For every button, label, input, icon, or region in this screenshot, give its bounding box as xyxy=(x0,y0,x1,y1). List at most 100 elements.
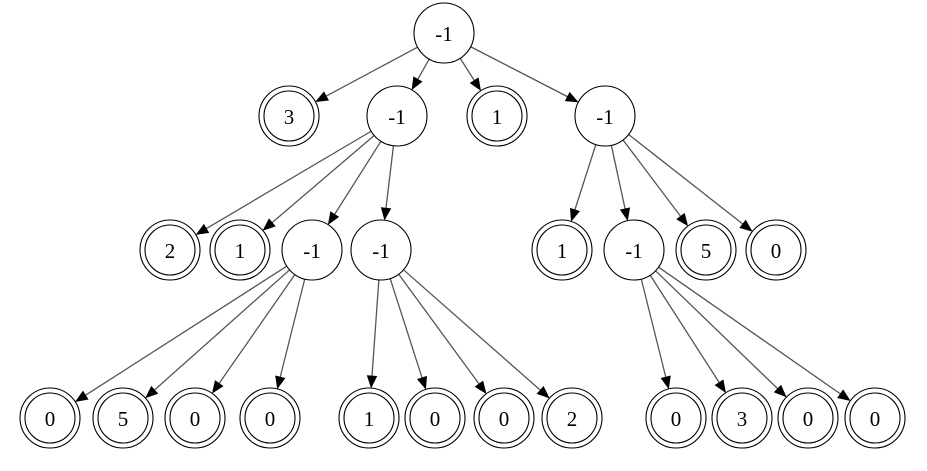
leaf-node: 0 xyxy=(745,219,807,281)
node-label: 3 xyxy=(284,105,295,129)
edge-line xyxy=(271,134,375,224)
node-inner-circle xyxy=(169,392,221,444)
edge-n0-n3 xyxy=(459,57,482,91)
node-inner-circle xyxy=(471,90,523,142)
edge-line xyxy=(470,46,568,98)
edge-line xyxy=(279,278,306,378)
arrowhead-icon xyxy=(411,76,423,91)
leaf-node: 0 xyxy=(164,387,226,449)
node-outer-circle xyxy=(366,85,428,147)
leaf-node: 1 xyxy=(209,219,271,281)
node-label: 1 xyxy=(492,105,503,129)
node-outer-circle xyxy=(350,219,412,281)
leaf-node: 1 xyxy=(338,387,400,449)
edge-n7-n16 xyxy=(275,278,306,390)
node-outer-circle xyxy=(603,219,665,281)
leaf-node: 0 xyxy=(645,387,707,449)
node-label: 5 xyxy=(118,407,129,431)
edge-n4-n10 xyxy=(610,145,631,221)
arrowhead-icon xyxy=(474,380,487,395)
node-inner-circle xyxy=(536,224,588,276)
arrowhead-icon xyxy=(417,375,427,390)
edge-n2-n5 xyxy=(195,130,372,235)
arrowhead-icon xyxy=(275,375,286,390)
edge-n10-n21 xyxy=(640,278,671,390)
node-label: 5 xyxy=(701,239,712,263)
leaf-node: 1 xyxy=(466,85,528,147)
leaf-node: 2 xyxy=(541,387,603,449)
leaf-node: 3 xyxy=(711,387,773,449)
leaf-node: 5 xyxy=(92,387,154,449)
edge-n7-n14 xyxy=(145,269,291,399)
arrowhead-icon xyxy=(564,91,579,103)
edges-layer xyxy=(74,46,851,402)
node-inner-circle xyxy=(546,392,598,444)
leaf-node: 3 xyxy=(258,85,320,147)
edge-line xyxy=(640,278,667,378)
leaf-node: 5 xyxy=(675,219,737,281)
node-label: 0 xyxy=(190,407,201,431)
edge-line xyxy=(574,144,597,211)
internal-node: -1 xyxy=(366,85,428,147)
node-label: 0 xyxy=(870,407,881,431)
arrowhead-icon xyxy=(469,77,482,91)
edge-line xyxy=(85,265,288,396)
edge-line xyxy=(610,145,626,210)
arrowhead-icon xyxy=(536,385,550,399)
arrowhead-icon xyxy=(739,219,753,232)
node-label: 0 xyxy=(803,407,814,431)
node-inner-circle xyxy=(97,392,149,444)
leaf-node: 0 xyxy=(844,387,906,449)
edge-line xyxy=(658,266,841,395)
node-label: 0 xyxy=(45,407,56,431)
node-label: -1 xyxy=(435,22,453,46)
arrowhead-icon xyxy=(74,390,89,402)
leaf-node: 0 xyxy=(404,387,466,449)
node-label: 1 xyxy=(235,239,246,263)
node-inner-circle xyxy=(750,224,802,276)
node-label: 2 xyxy=(165,239,176,263)
edge-line xyxy=(398,273,480,385)
edge-n10-n24 xyxy=(658,266,851,402)
node-inner-circle xyxy=(409,392,461,444)
arrowhead-icon xyxy=(195,223,210,235)
internal-node: -1 xyxy=(574,85,636,147)
node-inner-circle xyxy=(849,392,901,444)
edge-line xyxy=(371,279,380,377)
node-label: -1 xyxy=(388,105,406,129)
edge-n0-n2 xyxy=(411,58,430,91)
internal-node: -1 xyxy=(413,2,475,64)
node-label: 0 xyxy=(671,407,682,431)
edge-n2-n6 xyxy=(262,134,375,231)
arrowhead-icon xyxy=(569,207,580,222)
arrowhead-icon xyxy=(366,375,378,389)
node-label: 1 xyxy=(364,407,375,431)
node-inner-circle xyxy=(716,392,768,444)
node-label: 2 xyxy=(567,407,578,431)
edge-n7-n13 xyxy=(74,265,288,402)
edge-line xyxy=(459,57,475,81)
arrowhead-icon xyxy=(211,380,224,394)
edge-line xyxy=(325,46,418,97)
node-label: 0 xyxy=(499,407,510,431)
node-label: -1 xyxy=(625,239,643,263)
edge-line xyxy=(655,270,779,390)
arrowhead-icon xyxy=(315,91,329,102)
node-inner-circle xyxy=(144,224,196,276)
node-outer-circle xyxy=(413,2,475,64)
node-outer-circle xyxy=(281,219,343,281)
leaf-node: 0 xyxy=(239,387,301,449)
edge-line xyxy=(389,278,423,379)
internal-node: -1 xyxy=(603,219,665,281)
leaf-node: 2 xyxy=(139,219,201,281)
node-label: -1 xyxy=(372,239,390,263)
arrowhead-icon xyxy=(837,389,851,402)
node-outer-circle xyxy=(574,85,636,147)
node-inner-circle xyxy=(680,224,732,276)
node-label: 1 xyxy=(557,239,568,263)
edge-n8-n19 xyxy=(398,273,487,395)
arrowhead-icon xyxy=(773,384,787,398)
arrowhead-icon xyxy=(145,385,159,399)
